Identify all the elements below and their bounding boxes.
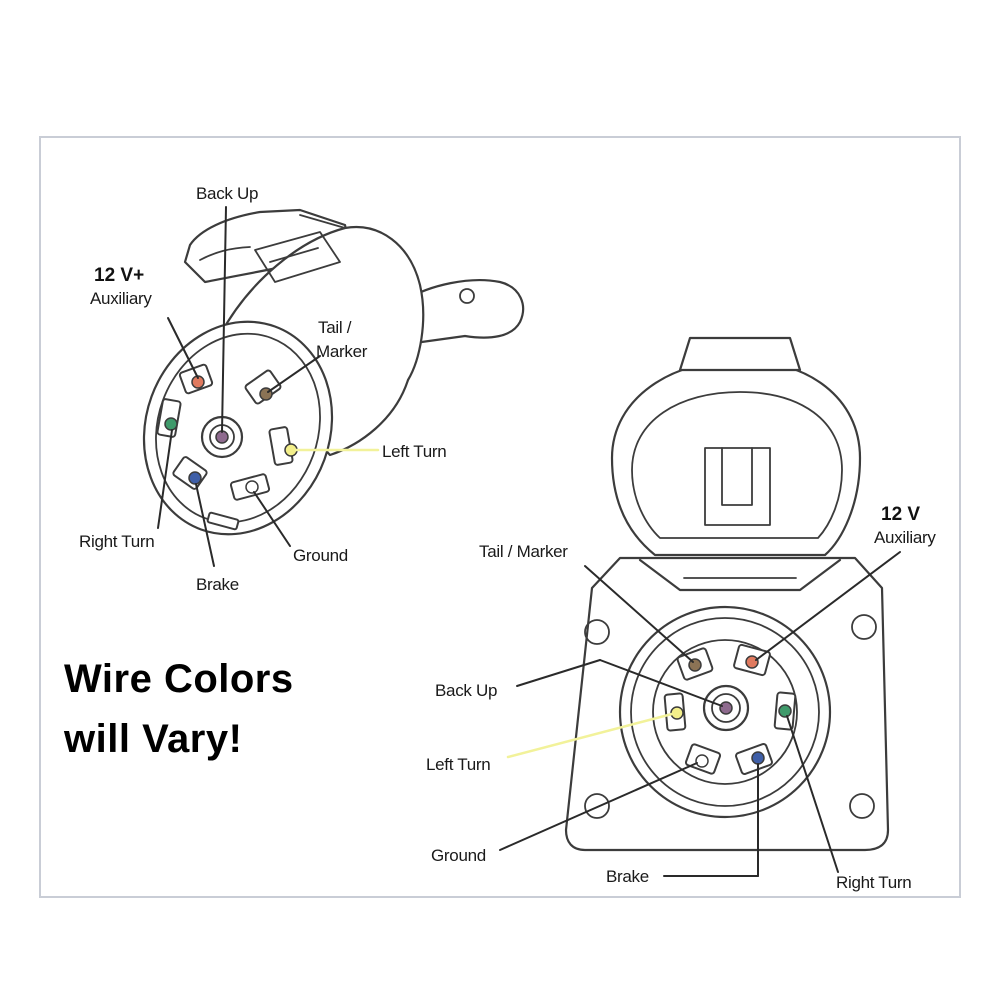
left-label-back-up: Back Up xyxy=(196,184,258,203)
right-label-back-up: Back Up xyxy=(435,681,497,700)
right-pin-right-turn xyxy=(778,704,792,718)
right-label-tail-marker: Tail / Marker xyxy=(479,542,568,561)
left-label-aux-line2: Auxiliary xyxy=(90,289,152,308)
left-pin-right-turn xyxy=(164,417,178,431)
left-label-tail-line1: Tail / xyxy=(318,318,352,337)
left-plug: Back Up 12 V+ Auxiliary Tail / Marker Le… xyxy=(79,184,525,594)
left-pin-brake xyxy=(188,471,202,485)
left-label-tail-line2: Marker xyxy=(316,342,368,361)
left-label-left-turn: Left Turn xyxy=(382,442,446,461)
left-pin-ground xyxy=(245,480,259,494)
right-pin-ground xyxy=(695,754,709,768)
right-label-left-turn: Left Turn xyxy=(426,755,490,774)
left-label-brake: Brake xyxy=(196,575,239,594)
right-label-brake: Brake xyxy=(606,867,649,886)
left-label-right-turn: Right Turn xyxy=(79,532,154,551)
right-label-ground: Ground xyxy=(431,846,486,865)
right-label-right-turn: Right Turn xyxy=(836,873,911,892)
right-pin-left-turn xyxy=(670,706,684,720)
warning-line-1: Wire Colors xyxy=(64,657,294,701)
right-pin-back-up xyxy=(719,701,733,715)
right-label-aux-line2: Auxiliary xyxy=(874,528,936,547)
left-label-ground: Ground xyxy=(293,546,348,565)
right-pin-brake xyxy=(751,751,765,765)
right-label-aux-line1: 12 V xyxy=(881,504,920,525)
left-label-aux-line1: 12 V+ xyxy=(94,265,144,286)
warning-line-2: will Vary! xyxy=(63,717,242,761)
right-socket: 12 V Auxiliary Tail / Marker Back Up Lef… xyxy=(426,336,937,892)
right-pin-auxiliary xyxy=(745,655,759,669)
